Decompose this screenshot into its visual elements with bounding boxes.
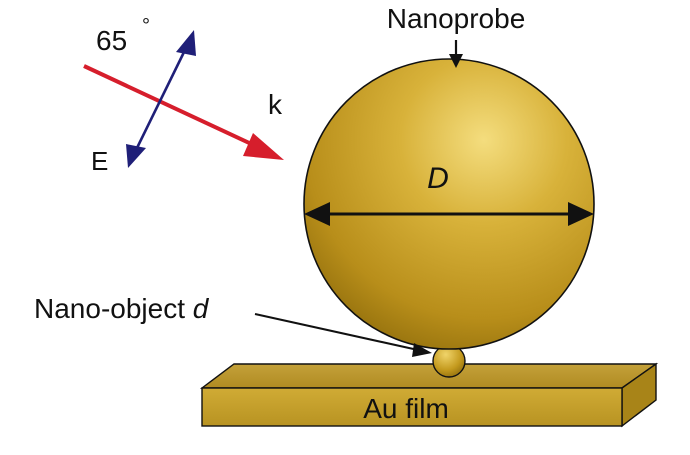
nano-object-label-text: Nano-object xyxy=(34,293,185,324)
diameter-label: D xyxy=(427,162,449,195)
angle-degree-symbol: ° xyxy=(142,15,150,37)
au-film-front xyxy=(201,387,623,427)
wave-vector-arrow xyxy=(83,64,284,160)
nano-object-label: Nano-object d xyxy=(34,293,210,324)
nano-object-pointer-arrow xyxy=(254,313,432,357)
nanoprobe-pointer-arrow xyxy=(449,40,463,68)
angle-value: 65 xyxy=(96,25,127,56)
au-film: Au film xyxy=(199,362,659,428)
nano-object-symbol: d xyxy=(193,293,210,324)
angle-label: 65 xyxy=(96,25,127,56)
au-film-label: Au film xyxy=(363,393,449,424)
electric-field-arrow xyxy=(126,30,196,168)
nanoprobe-sphere xyxy=(303,58,595,350)
wave-vector-label: k xyxy=(268,89,283,120)
diameter-arrow xyxy=(304,202,594,226)
au-film-top xyxy=(199,363,659,389)
electric-field-label: E xyxy=(91,146,108,176)
nanoprobe-label: Nanoprobe xyxy=(387,3,526,34)
